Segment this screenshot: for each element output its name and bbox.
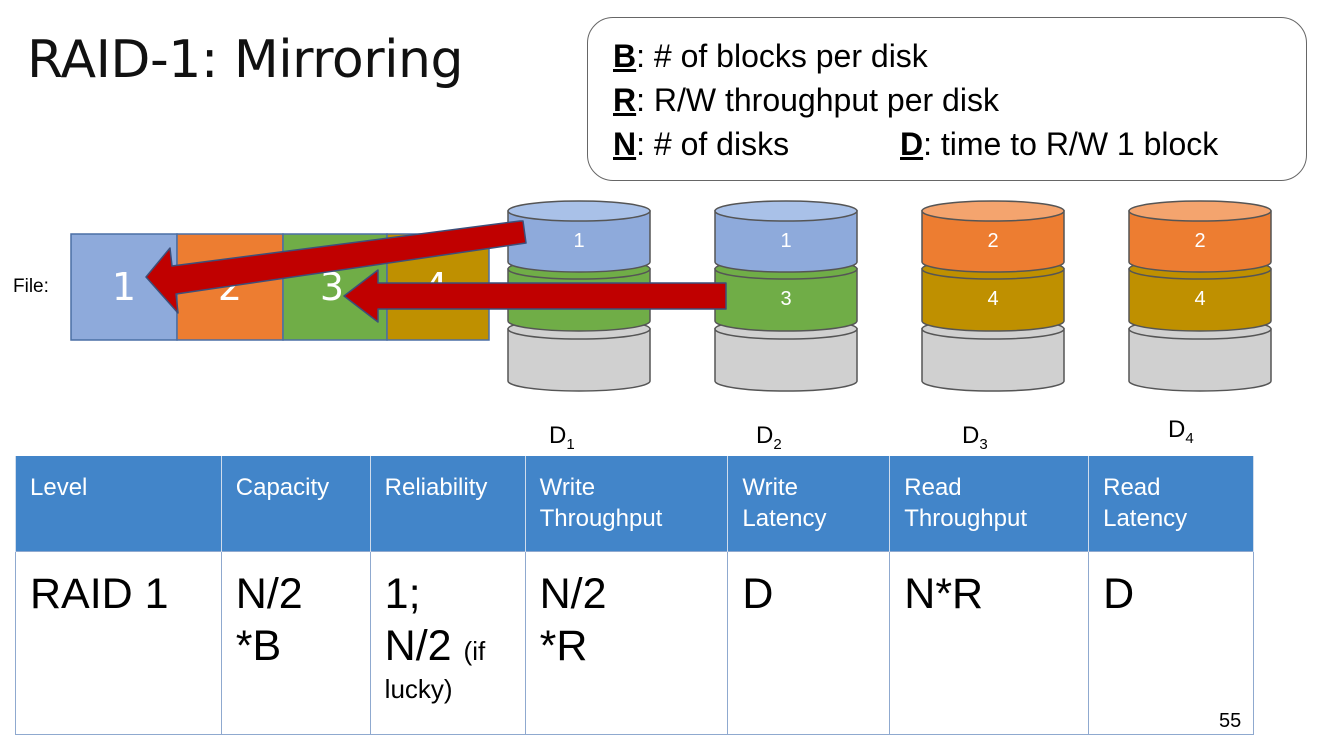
disk-4-mid-label: 4 — [1194, 288, 1205, 310]
legend-n-text: : # of disks — [636, 126, 790, 162]
cell-write-throughput: N/2 *R — [524, 550, 729, 735]
disk-3-label: D3 — [962, 422, 988, 453]
legend-box — [587, 17, 1307, 181]
header-write-latency: Write Latency — [727, 456, 891, 551]
legend-n-key: N — [613, 126, 637, 162]
cell-write-latency: D — [727, 550, 891, 735]
disk-2-label: D2 — [756, 422, 782, 453]
legend-disks: N: # of disks D: time to R/W 1 block — [613, 126, 1218, 163]
legend-b-key: B — [613, 38, 637, 74]
disk-4: 2 4 — [1128, 200, 1272, 392]
file-label: File: — [13, 276, 49, 297]
header-read-latency: Read Latency — [1088, 456, 1254, 551]
disk-3-mid-label: 4 — [987, 288, 998, 310]
header-read-throughput: Read Throughput — [889, 456, 1090, 551]
header-write-throughput: Write Throughput — [524, 456, 729, 551]
read-arrow-block-3 — [343, 269, 727, 323]
legend-r-key: R — [613, 82, 637, 118]
header-capacity: Capacity — [220, 456, 371, 551]
table-header-row: Level Capacity Reliability Write Through… — [15, 456, 1254, 551]
disk-1-top-label: 1 — [573, 230, 584, 252]
disk-1-label: D1 — [549, 422, 575, 453]
raid-diagram: 1 2 3 4 1 3 1 3 2 4 — [70, 200, 1272, 392]
file-block-1-label: 1 — [112, 265, 136, 309]
raid-comparison-table: Level Capacity Reliability Write Through… — [15, 456, 1254, 735]
cell-capacity: N/2 *B — [220, 550, 371, 735]
disk-4-top-label: 2 — [1194, 230, 1205, 252]
disk-2-mid-label: 3 — [780, 288, 791, 310]
legend-d-key: D — [900, 126, 924, 162]
legend-d-text: : time to R/W 1 block — [923, 126, 1219, 162]
cell-reliability: 1; N/2 (if lucky) — [369, 550, 526, 735]
legend-b-text: : # of blocks per disk — [636, 38, 928, 74]
legend-throughput: R: R/W throughput per disk — [613, 82, 999, 119]
header-reliability: Reliability — [369, 456, 526, 551]
page-number: 55 — [1219, 710, 1242, 732]
legend-r-text: : R/W throughput per disk — [636, 82, 999, 118]
read-arrow-block-1 — [145, 220, 527, 314]
disk-4-label: D4 — [1168, 416, 1194, 447]
table-row: RAID 1 N/2 *B 1; N/2 (if lucky) N/2 *R D… — [15, 550, 1254, 735]
header-level: Level — [15, 456, 222, 551]
slide-title: RAID-1: Mirroring — [27, 30, 464, 90]
cell-level: RAID 1 — [15, 550, 222, 735]
disk-2-top-label: 1 — [780, 230, 791, 252]
cell-read-latency: D — [1088, 550, 1254, 735]
disk-2: 1 3 — [714, 200, 858, 392]
disk-3: 2 4 — [921, 200, 1065, 392]
legend-blocks: B: # of blocks per disk — [613, 38, 928, 75]
cell-read-throughput: N*R — [889, 550, 1090, 735]
disk-3-top-label: 2 — [987, 230, 998, 252]
